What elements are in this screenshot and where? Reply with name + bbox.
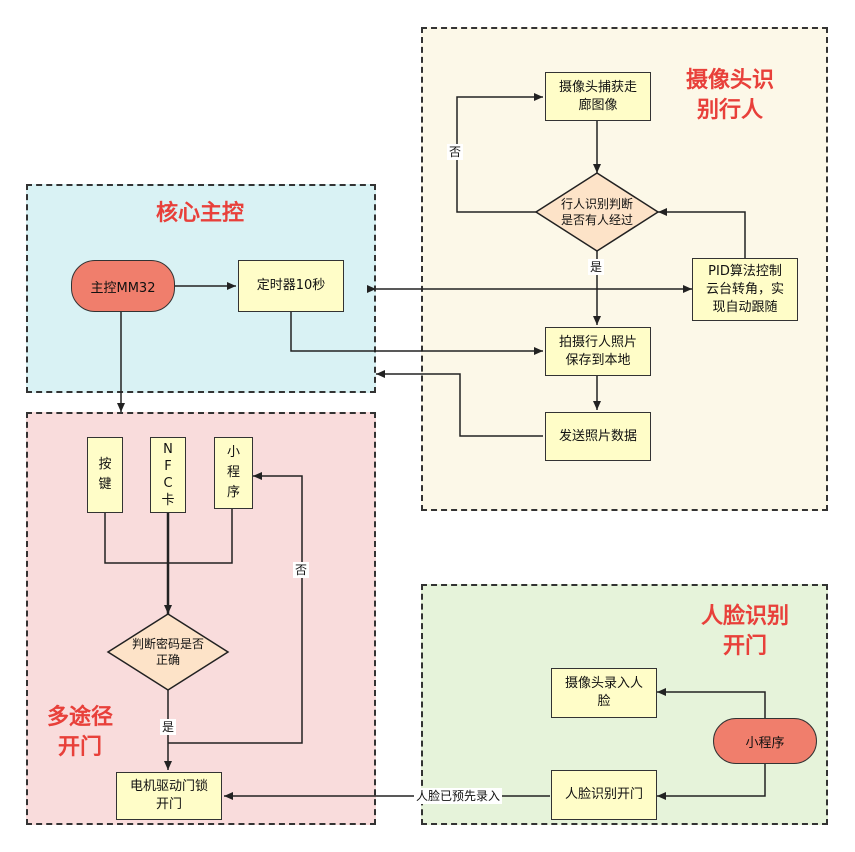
face-enrolled-label: 人脸已预先录入 <box>414 788 503 804</box>
judge-decision-shape <box>106 613 230 691</box>
camera-zone-title: 摄像头识 别行人 <box>685 68 774 123</box>
mini-char-2: 程 <box>226 465 240 480</box>
photo-node: 拍摄行人照片 保存到本地 <box>545 327 651 376</box>
key-node: 按 键 <box>87 437 123 513</box>
multi-zone <box>26 412 376 825</box>
edge-mini-open <box>657 764 766 800</box>
mini-char-3: 序 <box>226 485 240 500</box>
mcu-node: 主控MM32 <box>71 260 175 312</box>
edge-send-core <box>376 370 543 437</box>
timer-node: 定时器10秒 <box>238 260 344 312</box>
mini-char-1: 小 <box>226 445 240 460</box>
key-char-1: 按 <box>98 457 112 472</box>
nfc-char-1: N <box>163 442 173 457</box>
nfc-char-3: C <box>163 476 173 491</box>
face-open-node: 人脸识别开门 <box>551 770 657 820</box>
nfc-node: N F C 卡 <box>150 437 186 513</box>
edge-detect-no <box>456 93 543 213</box>
core-zone-title: 核心主控 <box>155 201 244 226</box>
send-node: 发送照片数据 <box>545 412 651 461</box>
face-enroll-node: 摄像头录入人 脸 <box>551 668 657 718</box>
edge-timer-photo <box>290 312 543 355</box>
judge-yes-label: 是 <box>160 719 177 735</box>
mini-node: 小 程 序 <box>214 437 253 509</box>
face-zone-title: 人脸识别 开门 <box>700 604 789 659</box>
edge-pid-detect <box>658 208 746 258</box>
edge-key-merge <box>104 513 168 564</box>
motor-node: 电机驱动门锁 开门 <box>116 772 222 820</box>
detect-node-label: 行人识别判断 是否有人经过 <box>560 197 633 227</box>
nfc-char-2: F <box>164 459 172 474</box>
judge-no-label: 否 <box>293 562 310 578</box>
judge-node-label: 判断密码是否 正确 <box>131 637 204 667</box>
key-char-2: 键 <box>98 477 112 492</box>
edge-mini-enroll <box>657 688 766 718</box>
multi-zone-title: 多途径 开门 <box>46 705 113 760</box>
pid-node: PID算法控制 云台转角，实 现自动跟随 <box>692 258 798 321</box>
detect-yes-label: 是 <box>588 259 605 275</box>
detect-no-label: 否 <box>447 144 464 160</box>
detect-decision-shape <box>534 172 660 252</box>
capture-node: 摄像头捕获走 廊图像 <box>545 72 651 121</box>
edge-mini-merge <box>168 509 233 564</box>
nfc-char-4: 卡 <box>161 493 175 508</box>
edge-judge-no <box>168 472 303 744</box>
miniprogram-node: 小程序 <box>713 718 817 764</box>
